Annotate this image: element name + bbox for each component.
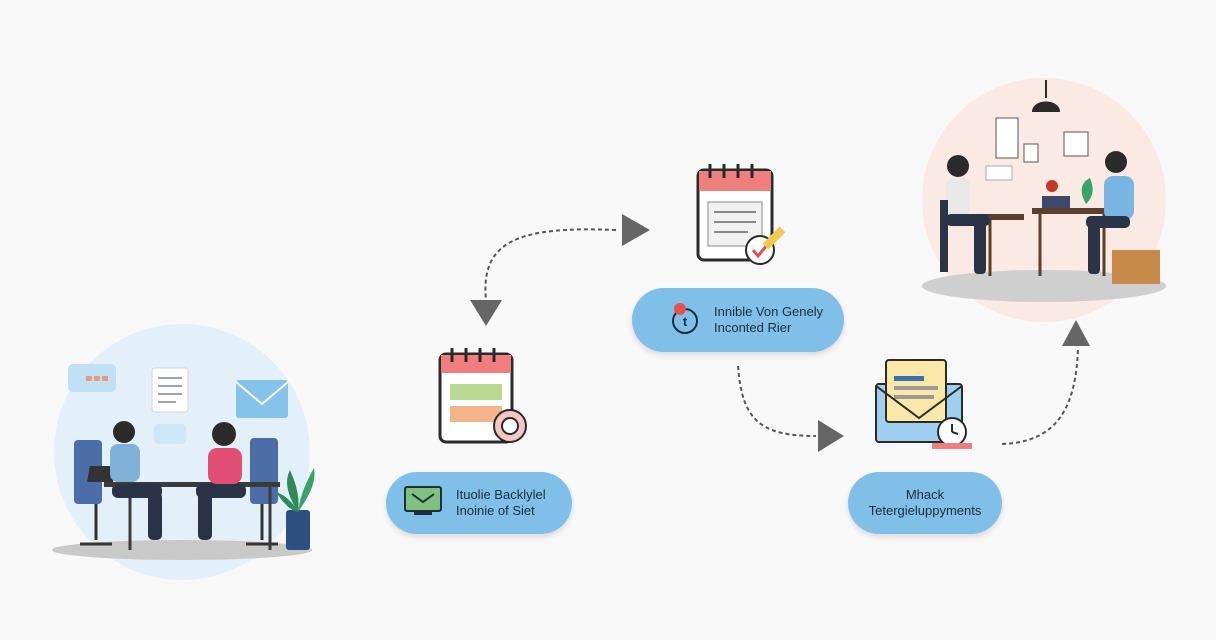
calendar-award-icon <box>438 348 527 444</box>
step-pill-2: t Innible Von Genely Inconted Rier <box>632 288 844 352</box>
badge-icon: t <box>668 301 702 339</box>
step-3-line-1: Mhack <box>905 487 945 502</box>
meeting-scene-right <box>922 78 1166 322</box>
person-meeting-left <box>940 155 990 274</box>
person-meeting-right <box>1086 151 1134 274</box>
arrowheads <box>470 214 1090 452</box>
calendar-checklist-icon <box>696 164 786 265</box>
step-1-line-1: Ituolie Backlylel <box>456 487 546 502</box>
step-1-line-2: Inoinie of Siet <box>456 503 535 518</box>
step-pill-1: Ituolie Backlylel Inoinie of Siet <box>386 472 572 534</box>
svg-text:t: t <box>683 314 688 329</box>
envelope-icon <box>235 380 289 418</box>
step-3-line-2: Tetergieluppyments <box>868 503 982 518</box>
step-2-line-2: Inconted Rier <box>714 320 792 335</box>
image-icon <box>404 486 442 520</box>
step-2-line-1: Innible Von Genely <box>714 304 824 319</box>
speech-bubble-icon <box>154 424 186 444</box>
office-scene-left <box>52 324 315 580</box>
document-icon <box>151 367 189 413</box>
person-left <box>110 421 162 540</box>
connector-arrows <box>484 228 1079 445</box>
plant-icon <box>276 468 315 550</box>
person-right <box>196 422 246 540</box>
step-pill-3: Mhack Tetergieluppyments <box>848 472 1002 534</box>
mail-envelope-icon <box>875 359 972 449</box>
chat-bubble-icon <box>68 364 116 392</box>
